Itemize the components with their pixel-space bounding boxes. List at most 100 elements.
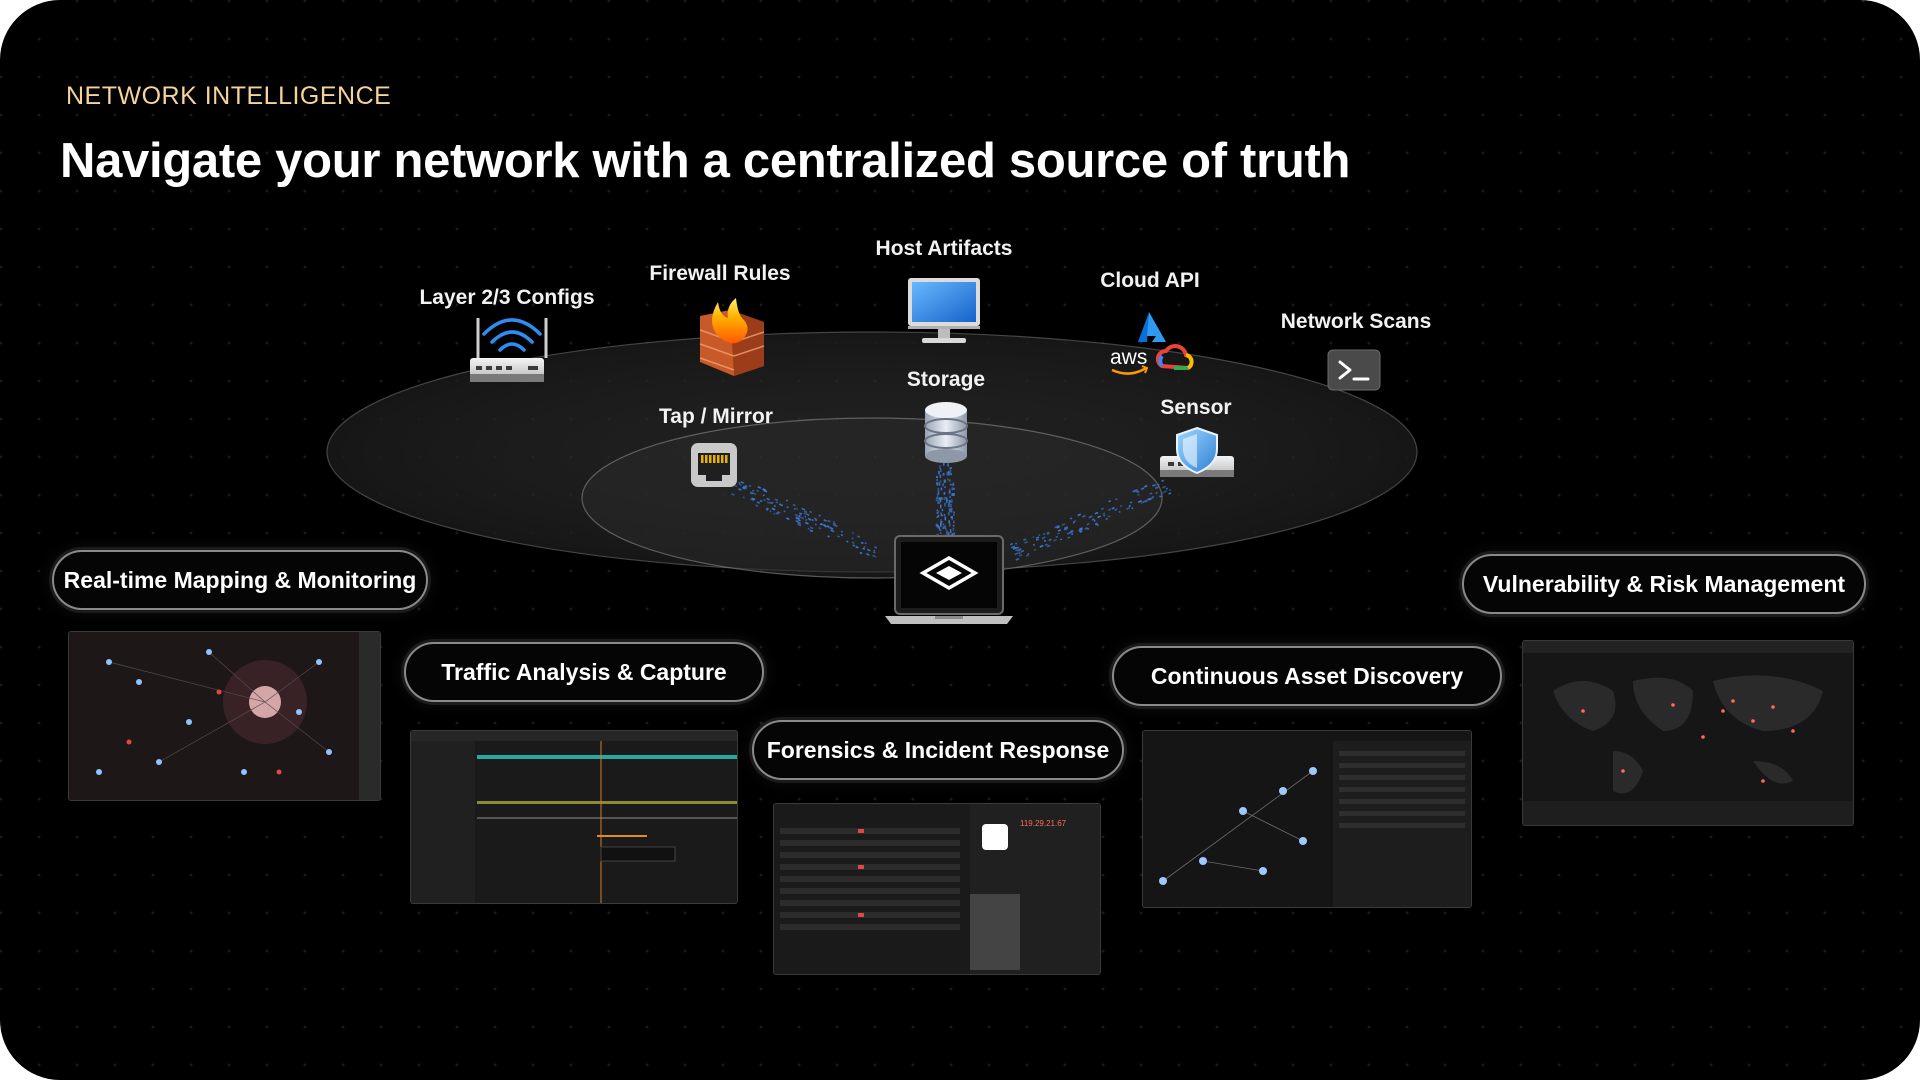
stream-particle — [1043, 539, 1047, 542]
stream-particle — [949, 529, 952, 534]
stream-particle — [942, 483, 944, 487]
label-storage: Storage — [906, 368, 986, 391]
stream-particle — [936, 516, 939, 518]
stream-particle — [941, 509, 944, 512]
stream-particle — [752, 492, 757, 496]
stream-particle — [804, 510, 808, 513]
stream-particle — [785, 499, 789, 502]
stream-particle — [1153, 484, 1157, 487]
stream-particle — [749, 491, 754, 495]
stream-particle — [777, 511, 781, 514]
stream-particle — [1135, 490, 1139, 493]
stream-particle — [940, 512, 942, 517]
stream-particle — [859, 551, 863, 555]
stream-particle — [1168, 489, 1172, 492]
stream-particle — [948, 499, 951, 504]
stream-particle — [1020, 549, 1025, 553]
stream-particle — [748, 484, 752, 487]
stream-particle — [937, 491, 940, 495]
feature-discovery: Continuous Asset Discovery — [1112, 646, 1502, 706]
stream-particle — [794, 513, 799, 517]
stream-particle — [827, 520, 830, 523]
stream-particle — [771, 507, 776, 511]
google-cloud-icon — [1155, 344, 1194, 371]
stream-particle — [940, 519, 942, 523]
screenshot-discovery — [1142, 730, 1472, 908]
stream-particle — [778, 503, 784, 507]
stream-particle — [949, 508, 951, 513]
stream-particle — [750, 498, 755, 502]
stream-particle — [1161, 479, 1165, 483]
stream-particle — [1019, 554, 1023, 557]
stream-particle — [1055, 535, 1059, 539]
stream-particle — [818, 514, 822, 517]
stream-particle — [1057, 529, 1062, 532]
label-layer-configs: Layer 2/3 Configs — [419, 286, 595, 309]
stream-particle — [771, 501, 774, 504]
stream-particle — [936, 478, 938, 482]
stream-particle — [851, 537, 854, 540]
stream-particle — [952, 524, 955, 527]
stream-particle — [1014, 552, 1019, 556]
stream-particle — [799, 512, 803, 516]
ethernet-port-icon — [691, 443, 737, 487]
stream-particle — [1015, 557, 1020, 561]
stream-particle — [860, 541, 864, 545]
stream-particle — [948, 522, 951, 527]
stream-particle — [1041, 536, 1046, 540]
stream-particle — [811, 519, 814, 522]
stream-particle — [953, 532, 955, 535]
stream-particle — [948, 520, 950, 524]
stream-particle — [872, 554, 877, 558]
stream-particle — [762, 494, 765, 497]
stream-particle — [948, 488, 951, 491]
screenshot-vulnerability — [1522, 640, 1854, 826]
stream-particle — [1042, 532, 1045, 536]
stream-particle — [937, 487, 940, 492]
stream-particle — [1082, 514, 1086, 518]
stream-particle — [953, 511, 955, 514]
stream-particle — [818, 526, 822, 530]
screenshot-traffic — [410, 730, 738, 904]
stream-particle — [785, 517, 790, 521]
stream-particle — [1046, 544, 1051, 548]
stream-particle — [840, 530, 843, 533]
stream-particle — [801, 507, 806, 511]
stream-particle — [1063, 527, 1068, 531]
stream-particle — [1018, 551, 1021, 554]
stream-particle — [819, 523, 822, 526]
stream-particle — [948, 511, 950, 516]
stream-particle — [840, 533, 844, 537]
feature-traffic: Traffic Analysis & Capture — [404, 642, 764, 702]
stream-particle — [846, 540, 849, 543]
stream-particle — [1086, 527, 1090, 530]
stream-particle — [744, 484, 748, 488]
stream-particle — [757, 485, 762, 489]
stream-particle — [953, 514, 955, 516]
stream-particle — [939, 465, 941, 470]
stream-particle — [795, 507, 799, 511]
stream-particle — [948, 503, 950, 507]
stream-particle — [742, 485, 746, 489]
stream-particle — [1162, 490, 1168, 494]
stream-particle — [949, 496, 951, 499]
stream-particle — [948, 472, 951, 476]
stream-particle — [940, 487, 943, 491]
stream-particle — [1131, 507, 1134, 510]
stream-particle — [949, 469, 952, 473]
stream-particle — [734, 484, 738, 488]
stream-particle — [944, 479, 946, 484]
stream-particle — [1137, 491, 1140, 494]
stream-particle — [766, 497, 770, 501]
stream-particle — [950, 503, 952, 508]
stream-particle — [1096, 523, 1099, 527]
stream-particle — [945, 498, 948, 501]
stream-particle — [939, 532, 942, 534]
stream-particle — [1011, 545, 1016, 549]
azure-icon — [1138, 312, 1166, 342]
stream-particle — [832, 520, 835, 523]
stream-particle — [1160, 492, 1164, 495]
stream-particle — [1046, 531, 1050, 534]
stream-particle — [1097, 515, 1102, 519]
stream-particle — [939, 468, 942, 473]
